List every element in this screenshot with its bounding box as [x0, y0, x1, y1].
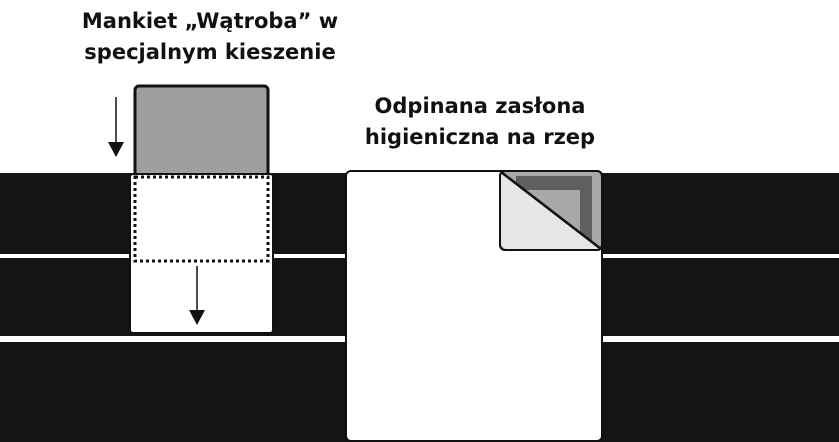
cuff-pocket [129, 173, 274, 334]
liver-cuff [133, 84, 270, 178]
cuff-label-line1: Mankiet „Wątroba” w [81, 9, 339, 33]
cuff-label-line2: specjalnym kieszenie [84, 40, 336, 64]
velcro-flap [499, 170, 603, 251]
pocket-dotted-outline [133, 175, 270, 263]
cuff-label: Mankiet „Wątroba” w specjalnym kieszenie [20, 6, 400, 68]
arrow-down-icon [189, 266, 205, 325]
cover-label-line2: higieniczna na rzep [364, 125, 596, 149]
cover-label: Odpinana zasłona higieniczna na rzep [330, 91, 630, 153]
arrow-down-icon [108, 97, 124, 157]
cover-label-line1: Odpinana zasłona [374, 94, 586, 118]
